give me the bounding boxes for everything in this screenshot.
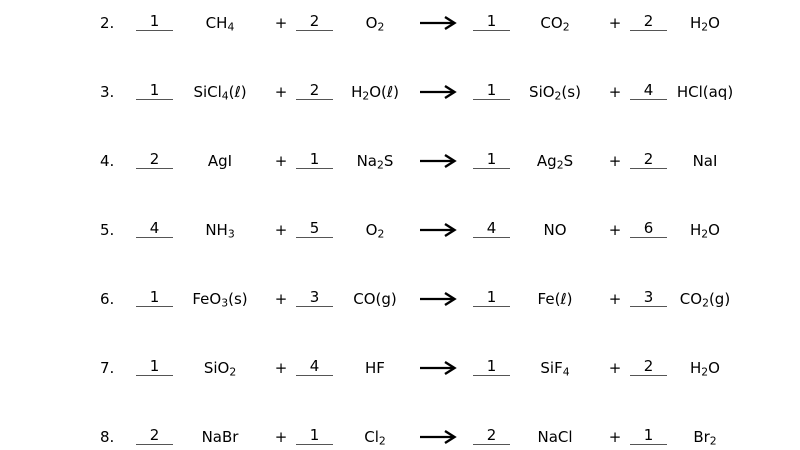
plus-sign: +	[274, 152, 288, 170]
product-1-formula: Ag2S	[536, 152, 574, 172]
reactant-1-formula: FeO3(s)	[192, 290, 248, 310]
plus-sign: +	[608, 359, 622, 377]
equation-number: 7.	[100, 359, 115, 377]
equation-number: 6.	[100, 290, 115, 308]
coefficient-blank-reactant-2[interactable]: 5	[296, 218, 333, 238]
coefficient-blank-product-2[interactable]: 2	[630, 11, 667, 31]
equation-row: 7. 1 SiO2 + 4 HF 1 SiF4 + 2 H2O	[0, 356, 800, 380]
product-1-formula: SiO2(s)	[529, 83, 581, 103]
equation-number: 2.	[100, 14, 115, 32]
coefficient-blank-product-2[interactable]: 6	[630, 218, 667, 238]
product-2-formula: CO2(g)	[679, 290, 731, 310]
reactant-1-formula: NaBr	[201, 428, 239, 446]
plus-sign: +	[274, 83, 288, 101]
coefficient-blank-reactant-2[interactable]: 2	[296, 80, 333, 100]
product-1-formula: NO	[543, 221, 567, 239]
product-2-formula: NaI	[692, 152, 718, 170]
coefficient-blank-product-1[interactable]: 2	[473, 425, 510, 445]
right-arrow-icon	[419, 357, 457, 381]
product-2-formula: H2O	[690, 14, 720, 34]
plus-sign: +	[608, 14, 622, 32]
coefficient-blank-product-1[interactable]: 1	[473, 11, 510, 31]
equation-row: 3. 1 SiCl4(ℓ) + 2 H2O(ℓ) 1 SiO2(s) + 4 H…	[0, 80, 800, 104]
coefficient-blank-reactant-1[interactable]: 1	[136, 11, 173, 31]
plus-sign: +	[274, 290, 288, 308]
coefficient-blank-reactant-1[interactable]: 2	[136, 425, 173, 445]
equation-row: 4. 2 AgI + 1 Na2S 1 Ag2S + 2 NaI	[0, 149, 800, 173]
coefficient-blank-reactant-2[interactable]: 2	[296, 11, 333, 31]
equation-row: 6. 1 FeO3(s) + 3 CO(g) 1 Fe(ℓ) + 3 CO2(g…	[0, 287, 800, 311]
product-1-formula: CO2	[540, 14, 570, 34]
right-arrow-icon	[419, 12, 457, 36]
coefficient-blank-reactant-2[interactable]: 1	[296, 149, 333, 169]
right-arrow-icon	[419, 288, 457, 312]
plus-sign: +	[608, 152, 622, 170]
plus-sign: +	[274, 359, 288, 377]
product-2-formula: H2O	[690, 221, 720, 241]
reactant-2-formula: Na2S	[356, 152, 394, 172]
right-arrow-icon	[419, 219, 457, 243]
reactant-2-formula: O2	[365, 221, 385, 241]
coefficient-blank-reactant-2[interactable]: 4	[296, 356, 333, 376]
plus-sign: +	[608, 83, 622, 101]
plus-sign: +	[608, 428, 622, 446]
coefficient-blank-product-2[interactable]: 1	[630, 425, 667, 445]
equation-row: 5. 4 NH3 + 5 O2 4 NO + 6 H2O	[0, 218, 800, 242]
right-arrow-icon	[419, 81, 457, 105]
coefficient-blank-product-2[interactable]: 2	[630, 356, 667, 376]
plus-sign: +	[274, 14, 288, 32]
product-2-formula: HCl(aq)	[676, 83, 734, 101]
product-1-formula: SiF4	[540, 359, 570, 379]
coefficient-blank-product-1[interactable]: 1	[473, 80, 510, 100]
right-arrow-icon	[419, 150, 457, 174]
equation-number: 8.	[100, 428, 115, 446]
product-1-formula: Fe(ℓ)	[537, 290, 573, 308]
reactant-2-formula: CO(g)	[353, 290, 397, 308]
plus-sign: +	[608, 290, 622, 308]
coefficient-blank-product-2[interactable]: 2	[630, 149, 667, 169]
reactant-2-formula: Cl2	[364, 428, 386, 448]
reactant-1-formula: NH3	[205, 221, 235, 241]
coefficient-blank-reactant-1[interactable]: 4	[136, 218, 173, 238]
coefficient-blank-product-1[interactable]: 4	[473, 218, 510, 238]
reactant-2-formula: H2O(ℓ)	[351, 83, 399, 103]
coefficient-blank-reactant-1[interactable]: 1	[136, 287, 173, 307]
equation-number: 4.	[100, 152, 115, 170]
equation-row: 2. 1 CH4 + 2 O2 1 CO2 + 2 H2O	[0, 11, 800, 35]
reactant-2-formula: O2	[365, 14, 385, 34]
reactant-1-formula: SiCl4(ℓ)	[193, 83, 247, 103]
coefficient-blank-product-1[interactable]: 1	[473, 149, 510, 169]
coefficient-blank-reactant-1[interactable]: 1	[136, 356, 173, 376]
coefficient-blank-product-1[interactable]: 1	[473, 356, 510, 376]
plus-sign: +	[608, 221, 622, 239]
coefficient-blank-reactant-1[interactable]: 2	[136, 149, 173, 169]
reactant-1-formula: CH4	[205, 14, 235, 34]
product-2-formula: Br2	[693, 428, 717, 448]
coefficient-blank-product-2[interactable]: 4	[630, 80, 667, 100]
equation-number: 3.	[100, 83, 115, 101]
right-arrow-icon	[419, 426, 457, 450]
coefficient-blank-reactant-2[interactable]: 3	[296, 287, 333, 307]
coefficient-blank-reactant-1[interactable]: 1	[136, 80, 173, 100]
reactant-2-formula: HF	[365, 359, 385, 377]
reactant-1-formula: AgI	[207, 152, 233, 170]
plus-sign: +	[274, 221, 288, 239]
product-1-formula: NaCl	[537, 428, 573, 446]
product-2-formula: H2O	[690, 359, 720, 379]
equation-number: 5.	[100, 221, 115, 239]
equation-row: 8. 2 NaBr + 1 Cl2 2 NaCl + 1 Br2	[0, 425, 800, 449]
coefficient-blank-reactant-2[interactable]: 1	[296, 425, 333, 445]
coefficient-blank-product-2[interactable]: 3	[630, 287, 667, 307]
plus-sign: +	[274, 428, 288, 446]
reactant-1-formula: SiO2	[203, 359, 237, 379]
coefficient-blank-product-1[interactable]: 1	[473, 287, 510, 307]
